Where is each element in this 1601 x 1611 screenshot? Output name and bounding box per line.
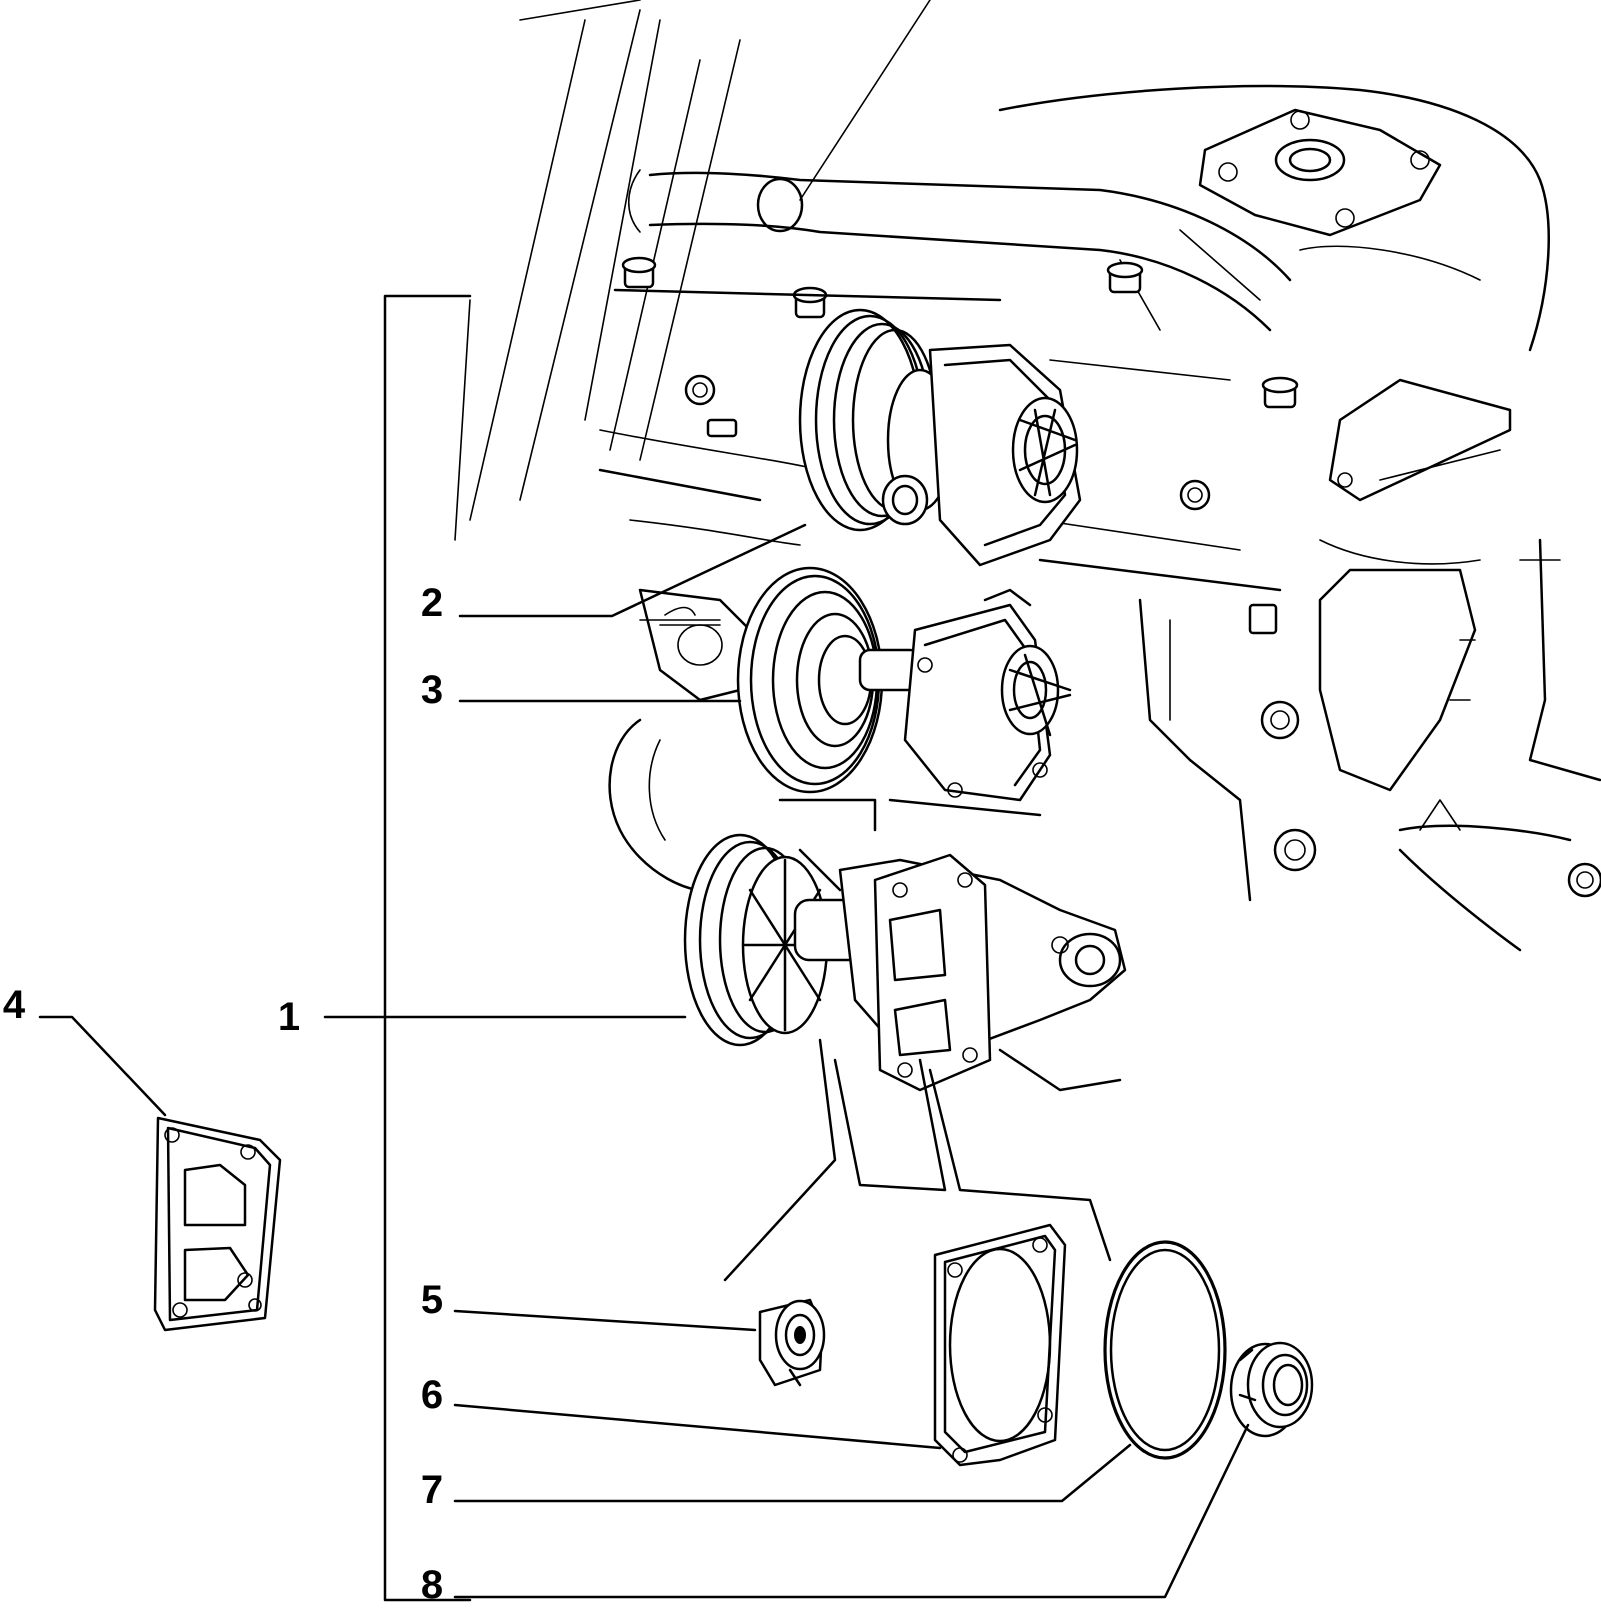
- water-pump-installed: [798, 308, 1082, 567]
- bearing-part-5: [758, 1298, 826, 1387]
- callout-8: 8: [421, 1563, 443, 1607]
- leader-5: [453, 1309, 757, 1332]
- block-bolt: [792, 286, 828, 319]
- callout-5: 5: [421, 1278, 443, 1322]
- o-ring-part-7: [1103, 1240, 1227, 1460]
- block-bolt: [621, 256, 657, 289]
- water-pump-assembly: [683, 833, 1127, 1092]
- leader-7: [453, 1443, 1132, 1503]
- callout-4: 4: [3, 983, 26, 1027]
- engine-block-background: [454, 0, 1601, 952]
- connector-bracket: [778, 798, 1042, 832]
- callout-3: 3: [421, 668, 443, 712]
- callout-2: 2: [421, 581, 443, 625]
- cover-plate-part-6: [933, 1223, 1067, 1467]
- callout-1: 1: [278, 995, 300, 1039]
- leader-4: [38, 1015, 167, 1117]
- leader-2: [458, 523, 807, 618]
- assembly-bracket: [383, 294, 472, 1602]
- block-bolt: [1261, 376, 1299, 409]
- callout-labels: 1 2 3 4 5 6 7 8: [3, 581, 443, 1607]
- leader-lines: [38, 523, 1250, 1599]
- water-pump-variant: [659, 566, 1072, 802]
- gasket-part-4: [153, 1116, 282, 1332]
- leader-8: [453, 1423, 1250, 1599]
- detail-leader-lines: [723, 1038, 1112, 1282]
- callout-6: 6: [421, 1373, 443, 1417]
- callout-7: 7: [421, 1468, 443, 1512]
- leader-6: [453, 1403, 942, 1450]
- block-bolt: [1106, 261, 1144, 294]
- seal-part-8: [1229, 1341, 1314, 1438]
